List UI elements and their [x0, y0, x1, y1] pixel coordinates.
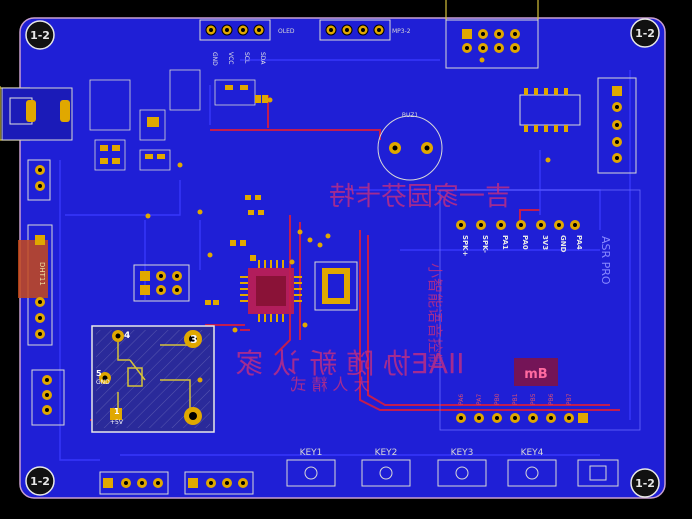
key2-switch[interactable]: KEY2 — [361, 448, 411, 487]
bottom-header-right[interactable] — [184, 471, 254, 495]
key1-label: KEY1 — [300, 448, 323, 458]
left-header-top[interactable] — [27, 159, 51, 201]
asr-pin-label: SPK+ — [461, 235, 469, 257]
oled-title: OLED — [278, 28, 295, 35]
dht11-sensor[interactable]: DHT11 — [18, 224, 53, 346]
silk-chinese-line4: 大 人 精 式 — [290, 375, 369, 394]
bottom-header-left[interactable] — [99, 471, 169, 495]
left-header-bottom[interactable] — [31, 369, 65, 426]
relay-5v-label: +5V — [110, 419, 124, 426]
silk-chinese-line1: 吉一家园芬卡特 — [329, 182, 511, 212]
corner-label: 1-2 — [30, 475, 50, 488]
asr-header-top-row[interactable]: PA4 GND 3V3 PA0 PA1 SPK- SPK+ — [456, 220, 583, 257]
key-switches[interactable]: KEY1 KEY2 KEY3 KEY4 — [286, 448, 619, 487]
asr-module[interactable]: ASR PRO — [439, 189, 641, 431]
key2-label: KEY2 — [375, 448, 398, 458]
oled-pin-label: SCL — [243, 52, 250, 64]
relay-module[interactable]: 4 3 5 GND 1 +5V — [91, 325, 215, 433]
ic-chip-top-right[interactable] — [519, 88, 581, 132]
mounting-hole-tl[interactable]: 1-2 — [25, 20, 55, 50]
corner-label: 1-2 — [30, 29, 50, 42]
mounting-hole-bl[interactable]: 1-2 — [25, 466, 55, 496]
isp-header[interactable] — [445, 19, 539, 69]
mounting-hole-br[interactable]: 1-2 — [630, 468, 660, 498]
asr-pin-label: PA1 — [501, 235, 509, 250]
oled-pin-label: SDA — [259, 52, 266, 65]
silk-chinese-line2: 小智能语音控制 — [426, 263, 444, 368]
asr-pin-label: GND — [559, 235, 567, 253]
asr-pin-label: PA4 — [575, 235, 583, 250]
corner-label: 1-2 — [635, 27, 655, 40]
copper-traces-back — [59, 59, 631, 461]
relay-pin5-label: 5 — [96, 369, 102, 378]
asr-pin-label: SPK- — [481, 235, 489, 253]
bottom-pin-label: PB1 — [512, 393, 519, 405]
vias — [145, 57, 551, 383]
key4-switch[interactable]: KEY4 — [507, 448, 557, 487]
bottom-pin-label: PB6 — [548, 393, 555, 405]
jumper-header-2x3[interactable] — [133, 264, 190, 302]
key4-label: KEY4 — [521, 448, 544, 458]
mp3-title: MP3-2 — [392, 28, 411, 35]
key1-switch[interactable]: KEY1 — [286, 448, 336, 487]
relay-pin1-label: 1 — [114, 407, 120, 416]
usb-connector[interactable] — [1, 87, 73, 141]
oled-pin-label: VCC — [227, 52, 234, 64]
bottom-pin-label: PB5 — [530, 393, 537, 405]
relay-pin3-label: 3 — [190, 333, 198, 346]
mounting-hole-tr[interactable]: 1-2 — [630, 18, 660, 48]
oled-pin-label: GND — [211, 52, 218, 66]
relay-pin4-label: 4 — [124, 331, 130, 341]
bottom-pin-label: PA7 — [476, 394, 483, 405]
ic-logo: mB — [514, 358, 558, 386]
right-vertical-header[interactable] — [597, 77, 637, 174]
power-section-components — [89, 69, 256, 171]
bottom-pin-label: PB0 — [494, 393, 501, 405]
corner-label: 1-2 — [635, 477, 655, 490]
key3-label: KEY3 — [451, 448, 474, 458]
asr-module-label: ASR PRO — [599, 236, 612, 285]
reset-switch[interactable] — [577, 459, 619, 487]
buzzer[interactable]: BUZ1 — [377, 112, 443, 181]
mp3-header[interactable]: MP3-2 — [319, 19, 411, 41]
smd-pads — [100, 85, 268, 305]
crystal-oscillator[interactable] — [314, 261, 358, 311]
relay-gnd-label: GND — [96, 379, 110, 386]
bottom-pin-label: PB7 — [566, 393, 573, 405]
mcu-chip[interactable] — [240, 260, 302, 322]
key3-switch[interactable]: KEY3 — [437, 448, 487, 487]
asr-header-bottom-row[interactable]: PA6 PA7 PB0 PB1 PB5 PB6 PB7 — [456, 393, 588, 423]
silk-chinese-line3: IIAE协 随 新 认 家 — [236, 347, 465, 380]
dht-label: DHT11 — [38, 262, 46, 286]
asr-pin-label: PA0 — [521, 235, 529, 250]
ic-logo-text: mB — [524, 367, 547, 382]
oled-header[interactable]: OLED GND VCC SCL SDA — [199, 19, 295, 66]
back-silkscreen-text: 吉一家园芬卡特 小智能语音控制 IIAE协 随 新 认 家 大 人 精 式 — [236, 182, 511, 394]
bottom-pin-label: PA6 — [458, 394, 465, 405]
buzzer-label: BUZ1 — [402, 112, 419, 119]
asr-pin-label: 3V3 — [541, 235, 549, 250]
